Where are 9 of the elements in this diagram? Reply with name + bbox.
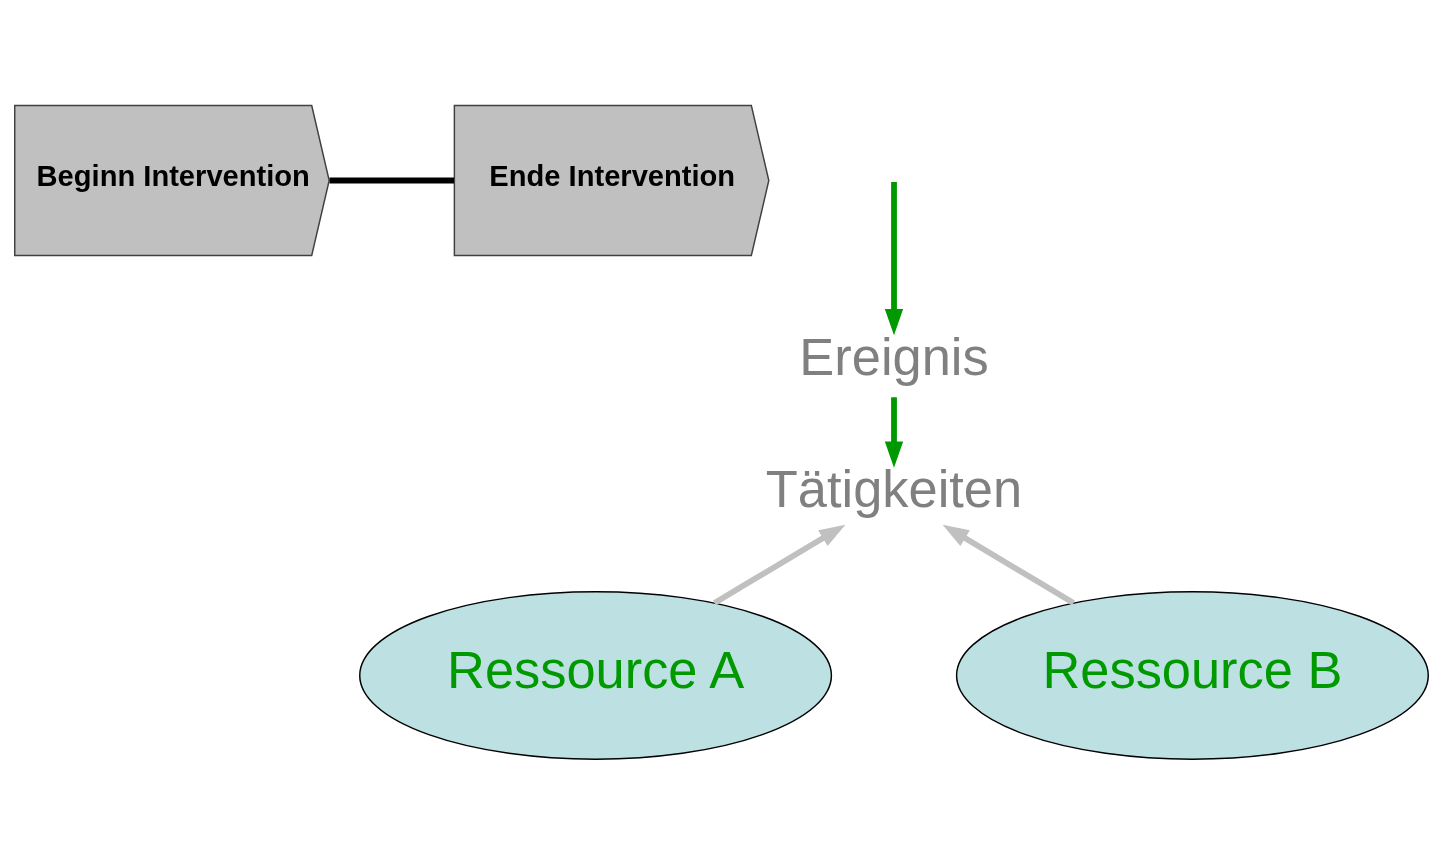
node-text: Tätigkeiten [765,459,1023,518]
node-ellipse: Ressource A [359,590,833,760]
connector [329,177,455,183]
node-text: Ereignis [799,327,989,386]
arrow [713,524,846,605]
node-ellipse: Ressource B [955,590,1429,760]
arrow [942,524,1075,605]
arrow [884,396,904,468]
arrow [884,181,904,335]
